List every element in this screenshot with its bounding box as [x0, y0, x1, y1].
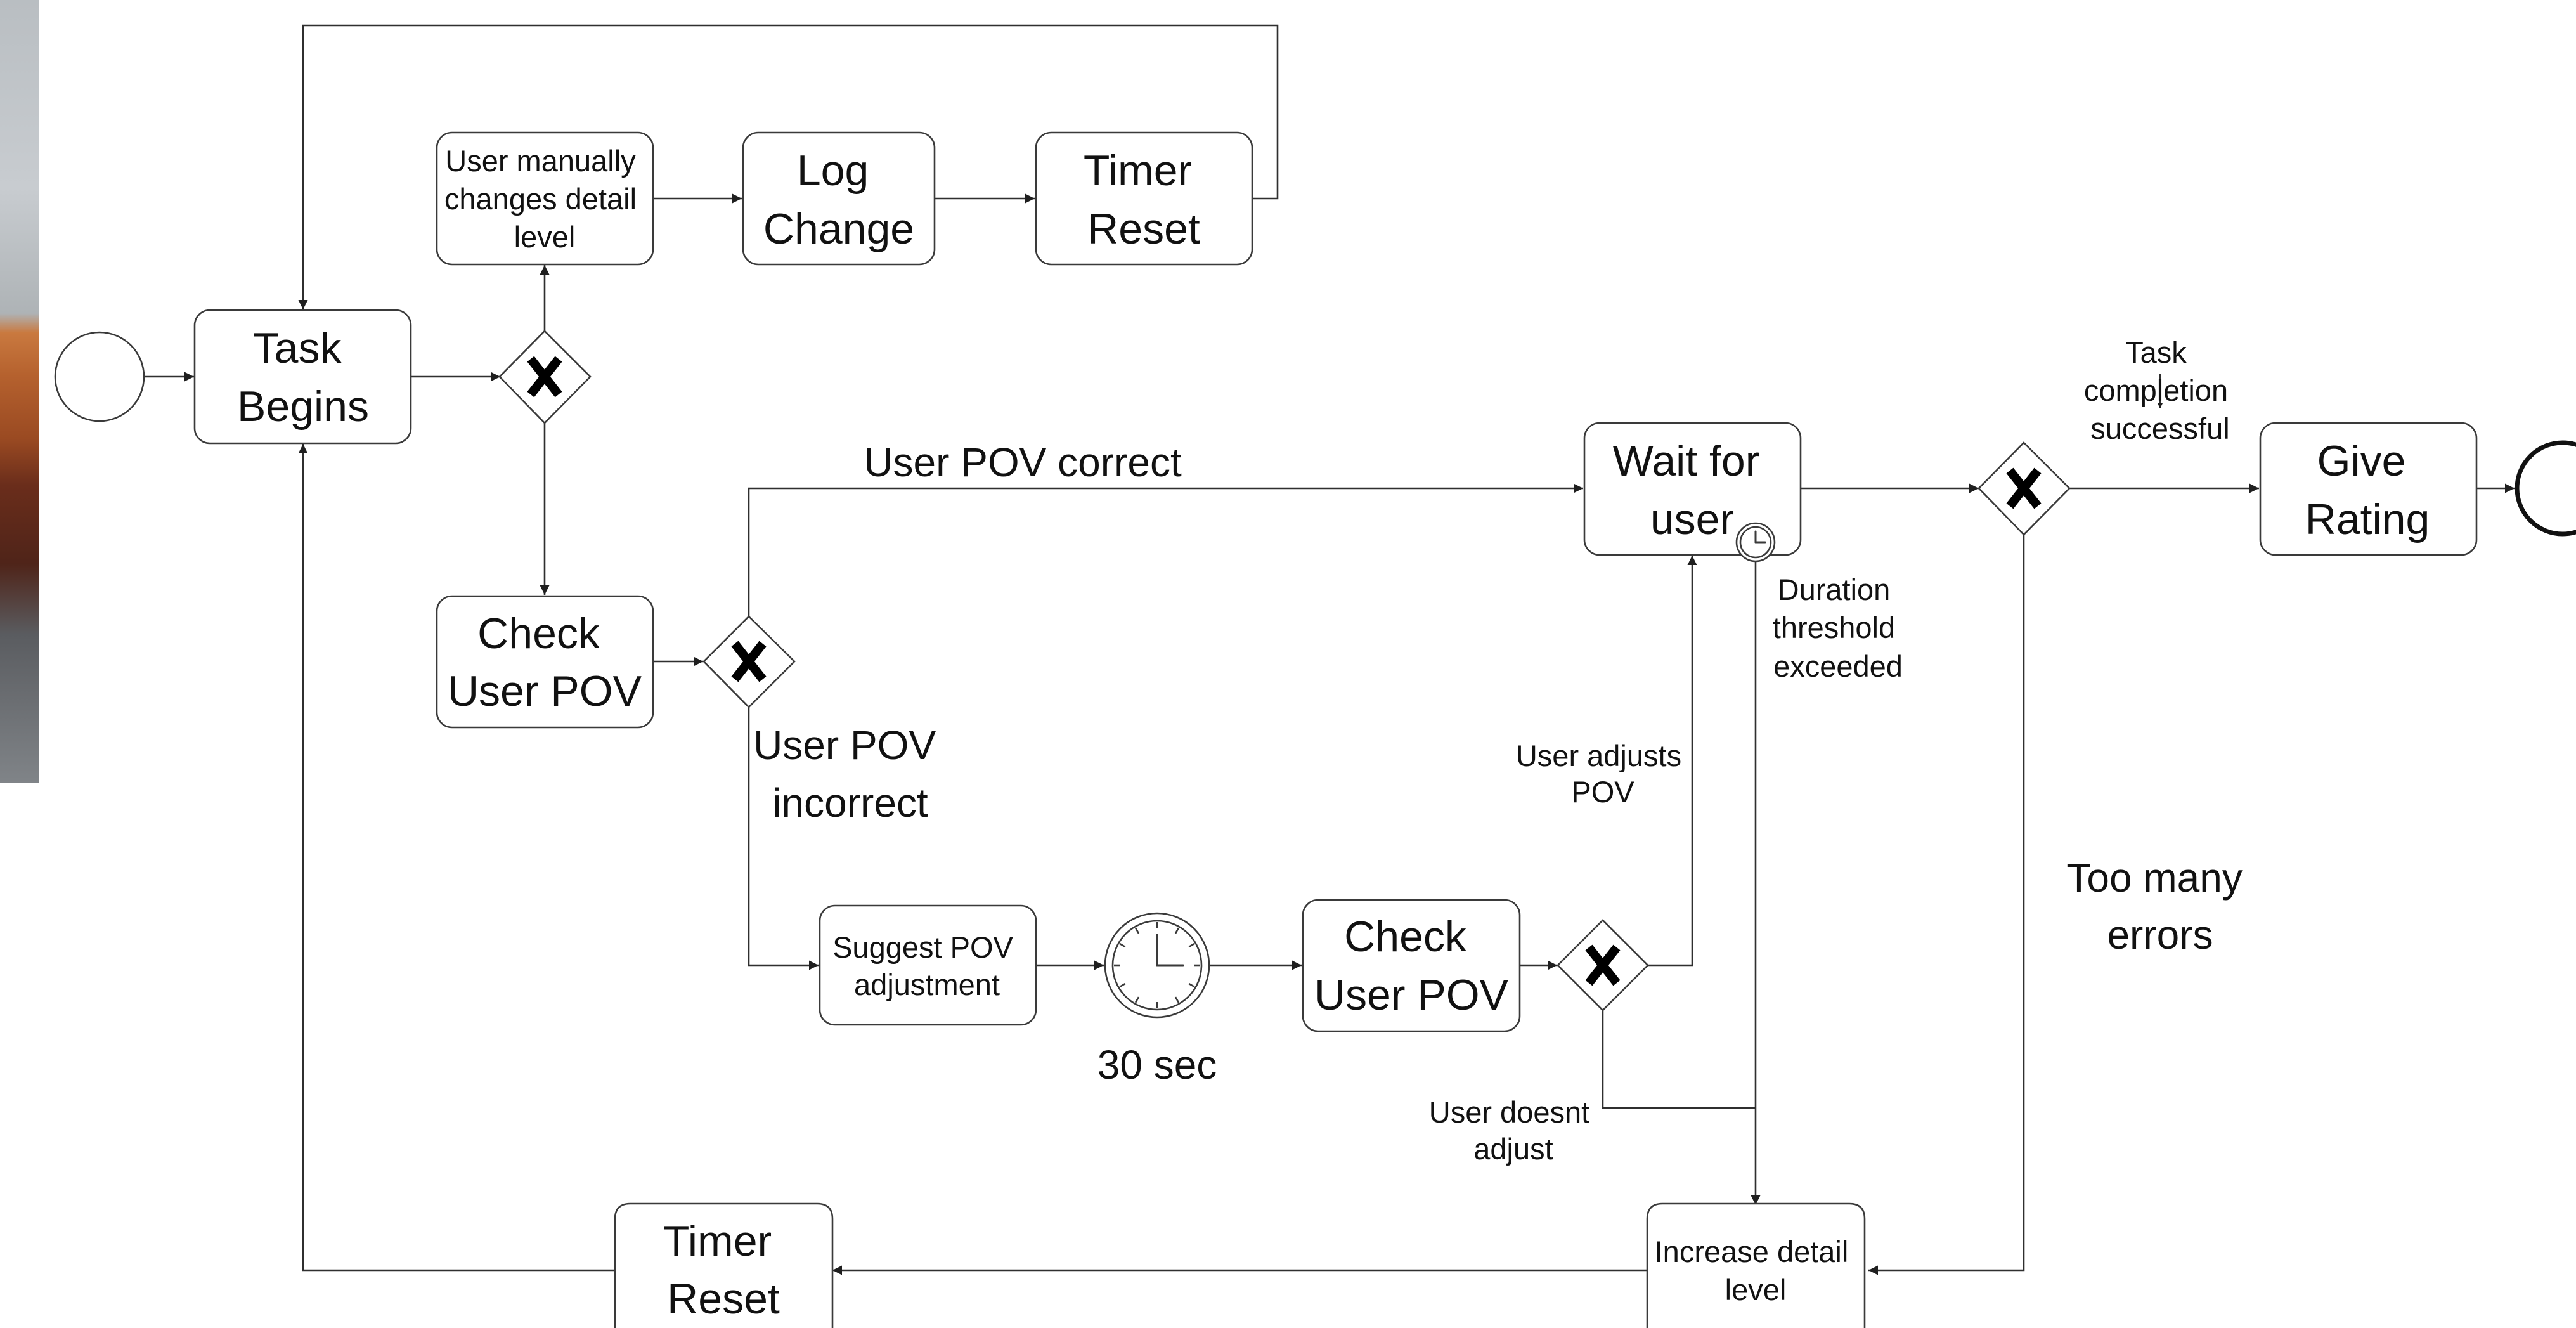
flow-timer-reset-bottom-to-task-begins — [298, 444, 615, 1272]
manual-change-line-3: level — [514, 220, 576, 254]
clock-icon — [1104, 912, 1210, 1019]
increase-detail-line-2: level — [1725, 1273, 1787, 1306]
label-pov-correct: User POV correct — [864, 439, 1182, 485]
log-change-line-2: Change — [763, 205, 914, 253]
task-timer-reset-top[interactable]: Timer Reset — [1035, 131, 1253, 266]
task-check-pov-1[interactable]: Check User POV — [436, 595, 654, 729]
label-30-sec: 30 sec — [1097, 1042, 1217, 1088]
timer-reset-top-line-2: Reset — [1087, 205, 1200, 253]
svg-text:Wait for user: Wait for user — [1613, 437, 1772, 544]
check-pov-1-line-1: Check — [477, 609, 600, 658]
clock-tick — [1134, 927, 1140, 934]
background-photo-strip — [0, 0, 39, 783]
timer-event-30-sec[interactable] — [1104, 912, 1210, 1019]
flow-gateway-2-pov-incorrect — [748, 707, 819, 970]
task-give-rating[interactable]: Give Rating — [2259, 422, 2478, 556]
exclusive-gateway-4[interactable] — [1977, 441, 2071, 536]
gateway-x-icon — [731, 641, 767, 682]
task-increase-detail[interactable]: Increase detail level — [1646, 1202, 1866, 1328]
clock-tick — [1134, 996, 1140, 1003]
svg-text:Suggest POV adjustment: Suggest POV adjustment — [832, 930, 1021, 1001]
svg-text:Give Rating: Give Rating — [2305, 437, 2430, 544]
task-begins[interactable]: Task Begins — [193, 309, 412, 445]
suggest-pov-line-2: adjustment — [854, 968, 1000, 1001]
svg-text:Log Change: Log Change — [763, 146, 914, 253]
check-pov-2-line-2: User POV — [1314, 971, 1509, 1019]
flow-gateway-2-pov-correct — [748, 483, 1583, 616]
wait-for-user-line-2: user — [1650, 495, 1734, 544]
increase-detail-line-1: Increase detail — [1655, 1235, 1849, 1268]
task-begins-line-1: Task — [253, 324, 342, 372]
suggest-pov-line-1: Suggest POV — [832, 930, 1013, 964]
timer-reset-bottom-line-2: Reset — [667, 1275, 780, 1323]
task-timer-reset-bottom[interactable]: Timer Reset — [614, 1202, 834, 1328]
svg-text:Task Begins: Task Begins — [237, 324, 369, 431]
boundary-timer-event[interactable] — [1735, 522, 1776, 563]
flow-timer-reset-top-loop — [298, 24, 1279, 309]
svg-text:User manually changes de: User manually changes detail level — [444, 144, 645, 254]
exclusive-gateway-2[interactable] — [702, 615, 796, 708]
label-too-many-errors: Too many errors — [2066, 855, 2253, 958]
wait-for-user-line-1: Wait for — [1613, 437, 1760, 485]
exclusive-gateway-3[interactable] — [1557, 919, 1649, 1012]
clock-tick — [1188, 942, 1195, 948]
label-task-completion: Task completion successful — [2084, 335, 2236, 445]
clock-tick — [1174, 996, 1180, 1003]
svg-text:Check User POV: Check User POV — [448, 609, 642, 715]
svg-text:Timer Reset: Timer Reset — [663, 1217, 784, 1323]
clock-tick — [1174, 927, 1180, 934]
check-pov-2-line-1: Check — [1344, 913, 1467, 961]
svg-text:Check User POV: Check User POV — [1314, 913, 1509, 1019]
flow-gateway-3-user-doesnt-adjust — [1602, 1010, 1756, 1109]
clock-tick — [1188, 982, 1195, 988]
task-wait-for-user[interactable]: Wait for user — [1583, 422, 1802, 556]
task-log-change[interactable]: Log Change — [742, 131, 936, 266]
label-duration-exceeded: Duration threshold exceeded — [1773, 573, 1903, 683]
log-change-line-1: Log — [797, 146, 869, 195]
check-pov-1-line-2: User POV — [448, 667, 642, 715]
manual-change-line-1: User manually — [445, 144, 636, 178]
task-begins-line-2: Begins — [237, 382, 369, 431]
task-suggest-pov[interactable]: Suggest POV adjustment — [819, 904, 1037, 1026]
svg-text:Increase detail level: Increase detail level — [1655, 1235, 1857, 1306]
exclusive-gateway-1[interactable] — [498, 330, 592, 424]
task-manual-change[interactable]: User manually changes detail level — [436, 131, 654, 266]
label-user-adjusts: User adjusts POV — [1516, 739, 1690, 809]
clock-tick — [1119, 982, 1126, 988]
gateway-x-icon — [1585, 944, 1621, 986]
flow-gateway-4-too-many-errors — [1868, 535, 2025, 1275]
svg-text:Timer Reset: Timer Reset — [1084, 146, 1204, 253]
label-user-doesnt-adjust: User doesnt adjust — [1429, 1095, 1598, 1166]
sequence-flows — [144, 24, 2515, 1275]
flow-gateway-3-user-adjusts — [1648, 556, 1697, 967]
timer-reset-top-line-1: Timer — [1084, 146, 1192, 195]
start-event — [54, 331, 145, 422]
task-check-pov-2[interactable]: Check User POV — [1302, 899, 1521, 1032]
manual-change-line-2: changes detail — [444, 182, 637, 216]
clock-icon — [1735, 522, 1776, 563]
timer-reset-bottom-line-1: Timer — [663, 1217, 772, 1265]
gateway-x-icon — [527, 356, 562, 398]
gateway-x-icon — [2006, 467, 2042, 509]
label-pov-incorrect: User POV incorrect — [753, 722, 947, 826]
give-rating-line-2: Rating — [2305, 495, 2430, 544]
end-event — [2515, 440, 2576, 537]
clock-tick — [1119, 942, 1126, 948]
give-rating-line-1: Give — [2317, 437, 2406, 485]
